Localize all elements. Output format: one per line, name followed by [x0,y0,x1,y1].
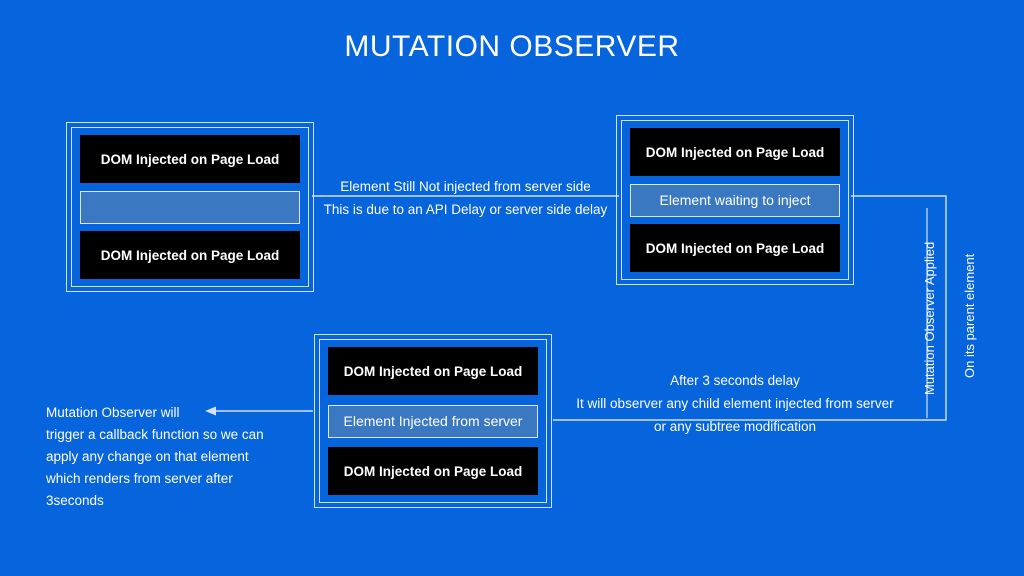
group-bottom-inner: DOM Injected on Page Load Element Inject… [319,339,547,503]
note-top-middle-line-2: This is due to an API Delay or server si… [323,202,608,217]
note-bottom-left-line-3: apply any change on that element [46,449,249,464]
note-top-middle-line-1: Element Still Not injected from server s… [340,179,591,194]
pending-box-waiting[interactable]: Element waiting to inject [630,183,840,217]
dom-box-bottom[interactable]: DOM Injected on Page Load [630,224,840,272]
group-bottom-injected[interactable]: DOM Injected on Page Load Element Inject… [314,334,552,508]
dom-box-bottom[interactable]: DOM Injected on Page Load [328,447,538,495]
page-title: MUTATION OBSERVER [344,30,680,63]
note-top-middle: Element Still Not injected from server s… [312,175,619,221]
dom-box-bottom[interactable]: DOM Injected on Page Load [80,231,300,279]
note-right-vertical-line-2: On its parent element [962,253,977,378]
group-right-waiting[interactable]: DOM Injected on Page Load Element waitin… [616,115,854,285]
group-right-inner: DOM Injected on Page Load Element waitin… [621,120,849,280]
dom-box-top[interactable]: DOM Injected on Page Load [328,347,538,395]
note-bottom-left-line-4: which renders from server after [46,471,233,486]
pending-box-injected[interactable]: Element Injected from server [328,404,538,438]
group-left-initial[interactable]: DOM Injected on Page Load DOM Injected o… [66,122,314,292]
note-bottom-right: After 3 seconds delay It will observer a… [555,369,915,438]
note-bottom-left-line-5: 3seconds [46,493,104,508]
note-bottom-right-line-1: After 3 seconds delay [670,373,800,388]
group-left-inner: DOM Injected on Page Load DOM Injected o… [71,127,309,287]
note-bottom-right-line-3: or any subtree modification [653,419,817,434]
dom-box-top[interactable]: DOM Injected on Page Load [630,128,840,176]
note-bottom-right-line-2: It will observer any child element injec… [576,396,894,411]
note-bottom-left-line-1: Mutation Observer will [46,405,180,420]
dom-box-top[interactable]: DOM Injected on Page Load [80,135,300,183]
note-bottom-left-line-2: trigger a callback function so we can [46,427,264,442]
note-bottom-left: Mutation Observer will trigger a callbac… [46,402,296,512]
pending-box-left[interactable] [80,190,300,224]
note-right-vertical-line-1: Mutation Observer Applied [922,241,937,395]
